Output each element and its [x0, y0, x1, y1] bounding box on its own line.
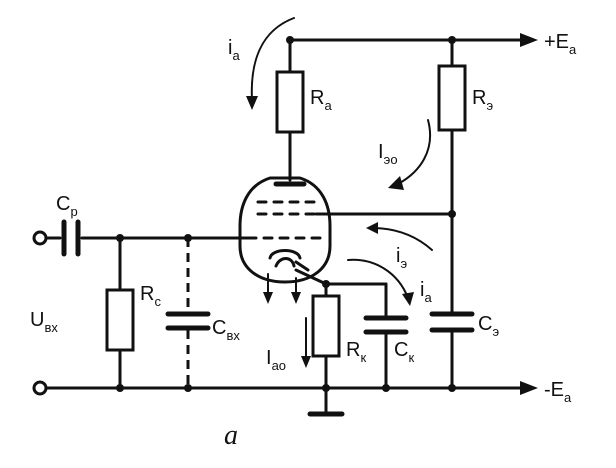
- rail-arrow-bottom: [520, 381, 538, 395]
- label-Ce: Cэ: [478, 313, 499, 339]
- label-ie: iэ: [396, 245, 407, 271]
- label-Iao: Iao: [266, 347, 286, 373]
- label-Rc: Rc: [140, 283, 161, 309]
- junction-dots: [116, 36, 456, 392]
- figure-letter: a: [224, 420, 238, 451]
- current-arrows: [246, 17, 433, 368]
- resistor-Rk: [311, 294, 341, 358]
- label-Cp: Cp: [56, 193, 78, 219]
- label-Cvx: Cвх: [212, 317, 240, 343]
- input-terminal-top: [32, 230, 48, 246]
- label-Ck: Cк: [394, 339, 414, 365]
- label-Ra: Ra: [310, 87, 332, 113]
- capacitor-Ck: [363, 315, 409, 335]
- label-Rk: Rк: [346, 339, 366, 365]
- label-Ea-minus: -Ea: [544, 379, 572, 405]
- capacitor-Cvx: [165, 311, 211, 331]
- label-Ieo: Iэо: [378, 141, 398, 167]
- resistor-Ra: [275, 70, 305, 134]
- label-Re: Rэ: [472, 87, 493, 113]
- rail-arrow-top: [520, 33, 538, 47]
- resistor-Rc: [105, 288, 135, 352]
- label-ia-right: ia: [420, 279, 432, 305]
- capacitor-Ce: [429, 311, 475, 333]
- capacitor-Cp: [61, 219, 81, 257]
- label-Ea-plus: +Ea: [544, 31, 577, 57]
- pentode-tube: [238, 176, 332, 304]
- label-ia-top: ia: [228, 37, 240, 63]
- input-terminal-bottom: [32, 380, 48, 396]
- resistor-Re: [437, 64, 467, 132]
- label-Uvx: Uвх: [30, 309, 58, 335]
